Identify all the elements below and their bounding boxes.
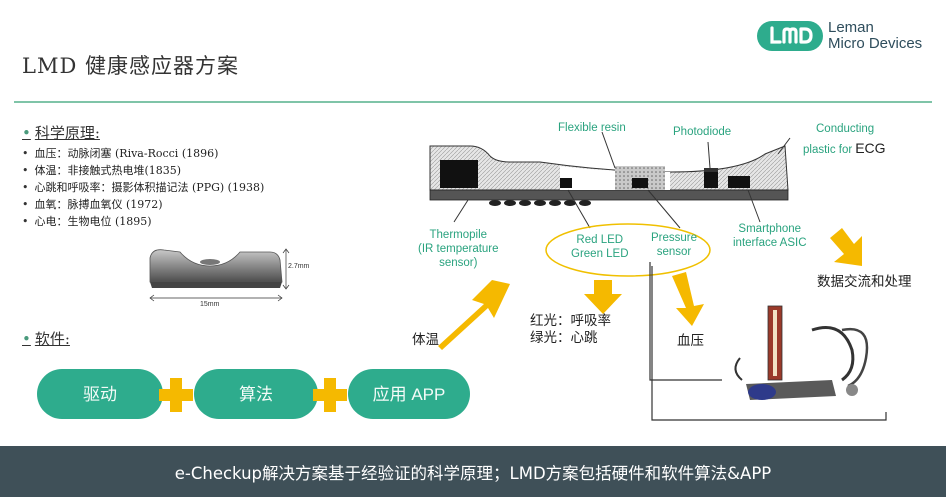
label-flexible-resin: Flexible resin — [558, 122, 626, 134]
arrow-icon — [438, 280, 510, 350]
software-step-app: 应用 APP — [348, 369, 470, 419]
header-divider — [14, 101, 932, 103]
software-step-algorithm: 算法 — [194, 369, 318, 419]
dimension-height: 2.7mm — [288, 263, 310, 270]
company-name: Leman Micro Devices — [828, 20, 922, 52]
label-pressure-sensor: Pressure sensor — [651, 231, 697, 259]
software-heading: •软件: — [22, 328, 70, 349]
footer-banner: e-Checkup解决方案基于经验证的科学原理；LMD方案包括硬件和软件算法&A… — [0, 446, 946, 497]
software-section: •软件: — [22, 328, 70, 349]
science-item-text: 血氧：脉搏血氧仪 (1972) — [34, 198, 163, 211]
science-item: •心电：生物电位 (1895) — [22, 215, 152, 228]
lmd-logo-icon — [757, 21, 823, 51]
science-item: •血压：动脉闭塞 (Riva-Rocci (1896) — [22, 147, 219, 160]
arrow-icon — [584, 280, 622, 314]
label-pressure-line2: sensor — [656, 246, 692, 258]
label-smartphone-line1: Smartphone — [738, 223, 802, 235]
label-thermopile: Thermopile (IR temperature sensor) — [418, 228, 499, 270]
output-data-exchange: 数据交流和处理 — [817, 274, 912, 290]
output-temperature: 体温 — [412, 332, 439, 348]
label-conducting: Conducting — [816, 123, 875, 135]
dimension-width: 15mm — [200, 301, 220, 308]
label-green-led: Green LED — [571, 248, 629, 260]
label-red-led: Red LED — [576, 234, 624, 246]
plus-icon — [159, 378, 193, 412]
science-section: •科学原理: •血压：动脉闭塞 (Riva-Rocci (1896) •体温：非… — [22, 122, 264, 230]
label-leds: Red LED Green LED — [571, 233, 629, 261]
bullet-icon: • — [22, 330, 31, 348]
label-pressure-line1: Pressure — [651, 232, 698, 244]
science-item-text: 血压：动脉闭塞 (Riva-Rocci (1896) — [34, 147, 219, 160]
output-red-light: 红光：呼吸率 — [530, 313, 611, 329]
sensor-module-image — [149, 248, 290, 302]
label-thermopile-line3: sensor) — [439, 257, 478, 269]
label-photodiode: Photodiode — [673, 126, 732, 138]
output-blood-pressure: 血压 — [677, 333, 704, 349]
company-name-line2: Micro Devices — [828, 35, 923, 52]
science-item: •血氧：脉搏血氧仪 (1972) — [22, 198, 163, 211]
output-green-light: 绿光：心跳 — [530, 330, 598, 346]
bullet-icon: • — [22, 124, 31, 142]
label-thermopile-line2: (IR temperature — [418, 243, 499, 255]
science-list: •血压：动脉闭塞 (Riva-Rocci (1896) •体温：非接触式热电堆(… — [22, 145, 264, 230]
science-heading-text: 科学原理: — [34, 124, 100, 142]
company-name-line1: Leman — [828, 19, 874, 36]
label-smartphone-line2: interface ASIC — [733, 237, 807, 249]
sphygmomanometer-image — [722, 300, 890, 412]
arrow-icon — [830, 228, 862, 266]
science-item: •体温：非接触式热电堆(1835) — [22, 164, 182, 177]
science-item-text: 心电：生物电位 (1895) — [34, 215, 152, 228]
sensor-cross-section-diagram — [429, 131, 887, 421]
science-item: •心跳和呼吸率：摄影体积描记法 (PPG) (1938) — [22, 181, 265, 194]
science-item-text: 心跳和呼吸率：摄影体积描记法 (PPG) (1938) — [34, 181, 265, 194]
science-heading: •科学原理: — [22, 122, 264, 143]
label-ecg: ECG — [855, 140, 886, 156]
page-title: LMD 健康感应器方案 — [22, 54, 239, 78]
software-step-driver: 驱动 — [37, 369, 163, 419]
label-smartphone-asic: Smartphone interface ASIC — [733, 222, 807, 250]
footer-text: e-Checkup解决方案基于经验证的科学原理；LMD方案包括硬件和软件算法&A… — [174, 463, 772, 483]
arrow-icon — [672, 272, 704, 326]
plus-icon — [313, 378, 347, 412]
label-plastic-for: plastic for — [803, 144, 853, 156]
science-item-text: 体温：非接触式热电堆(1835) — [34, 164, 182, 177]
software-heading-text: 软件: — [34, 330, 70, 348]
label-thermopile-line1: Thermopile — [429, 229, 488, 241]
